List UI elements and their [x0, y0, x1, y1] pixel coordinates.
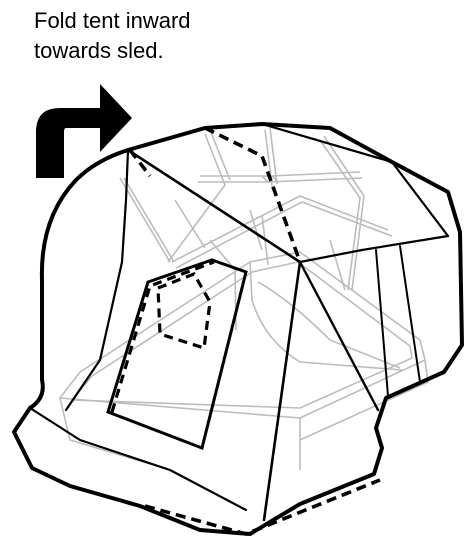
- curved-arrow-right-icon: [36, 84, 132, 178]
- fold-lines: [128, 126, 445, 536]
- window-dashed-border: [156, 272, 212, 351]
- instruction-line-1: Fold tent inward: [34, 8, 191, 33]
- tent-outline: [12, 122, 464, 536]
- tent-door-panel: [106, 258, 248, 451]
- sled-frame: [59, 127, 429, 471]
- instruction-line-2: towards sled.: [34, 38, 164, 63]
- door-outline: [106, 258, 248, 451]
- instruction-text: Fold tent inward towards sled.: [34, 6, 334, 66]
